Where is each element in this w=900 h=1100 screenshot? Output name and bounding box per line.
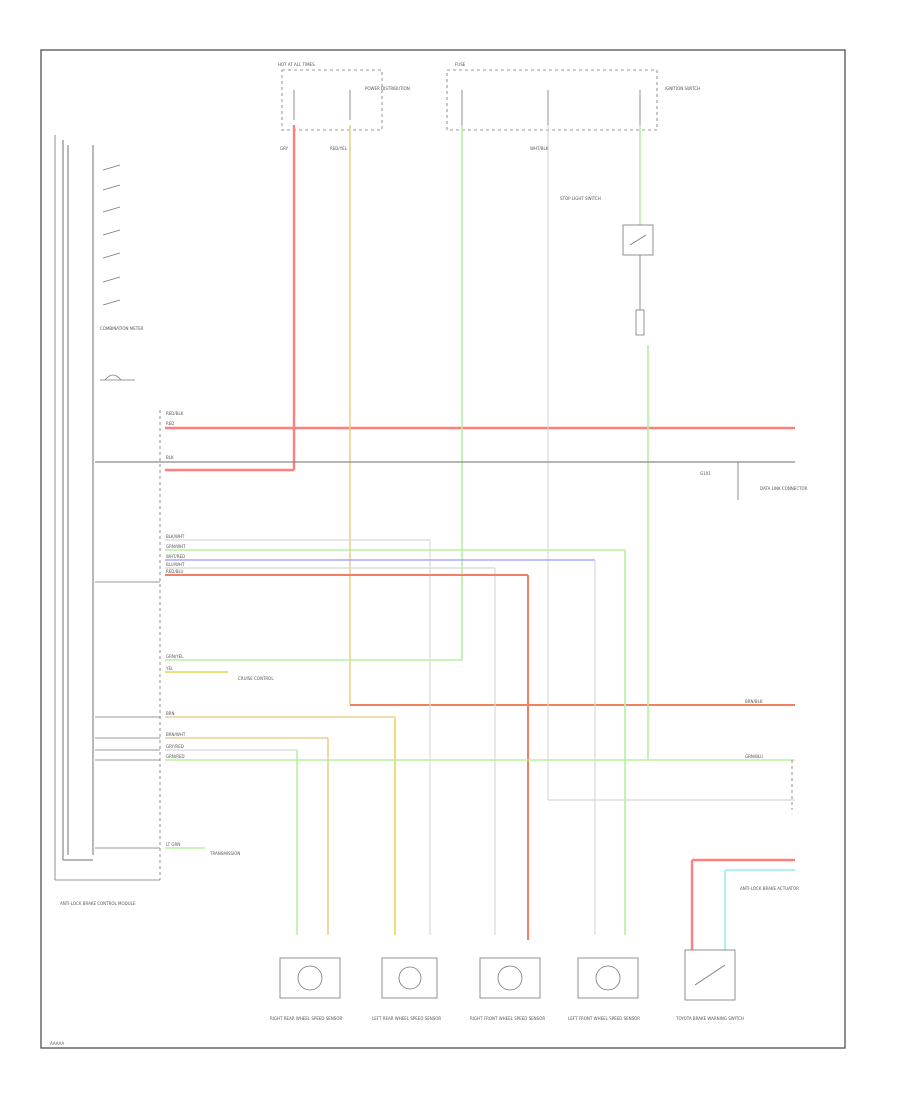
brake-switch-circuit: [622, 125, 654, 760]
power-feed-wires: [165, 125, 795, 472]
note-7: TRANSMISSION: [209, 851, 240, 856]
ecu-block: [54, 135, 160, 881]
wire-label-6: BLU/WHT: [166, 562, 185, 567]
wire-label-11: BRN/WHT: [166, 732, 186, 737]
ecu-switches: [100, 164, 135, 381]
wire-label-7: RED/BLU: [166, 569, 184, 574]
wire-label-9: GRN/YEL: [166, 654, 184, 659]
sensor-label-lf: LEFT FRONT WHEEL SPEED SENSOR: [568, 1016, 640, 1021]
note-6: CRUISE CONTROL: [238, 676, 274, 681]
sensor-right-front: [479, 957, 541, 999]
note-4: IGNITION SWITCH: [665, 86, 700, 91]
fuse-label-left: HOT AT ALL TIMES: [278, 62, 315, 67]
sensor-signal-bus: [165, 539, 626, 940]
ecu-label: ANTI-LOCK BRAKE CONTROL MODULE: [60, 901, 136, 906]
stop-light-feed-wire: [165, 125, 463, 661]
wire-label-19: LT GRN: [166, 842, 180, 847]
wire-label-14: GRN/RED: [166, 754, 185, 759]
footer-code: AAAAA: [50, 1041, 64, 1046]
wire-label-16: WHT/BLK: [530, 146, 549, 151]
sensor-left-rear: [381, 957, 438, 999]
brake-warning-switch: [684, 949, 736, 1001]
wheel-speed-sensors: [279, 949, 736, 1001]
wire-label-13: GRY: [280, 146, 289, 151]
wire-label-18: GRN/BLU: [745, 754, 763, 759]
fuse-label-right: FUSE: [455, 62, 466, 67]
ground-label: G101: [700, 471, 711, 476]
note-3: STOP LIGHT SWITCH: [560, 196, 601, 201]
fuse-box-left: [281, 69, 383, 131]
sensor-right-rear: [279, 957, 341, 999]
wire-label-5: WHT/RED: [166, 554, 185, 559]
rear-sensor-wires: [165, 716, 795, 935]
ignition-feed-wire: [349, 125, 795, 706]
ground-wires: [95, 461, 795, 849]
wire-label-10: BRN: [166, 711, 175, 716]
sensor-label-rf: RIGHT FRONT WHEEL SPEED SENSOR: [470, 1016, 545, 1021]
wire-label-1: RED/BLK: [166, 411, 184, 416]
wire-label-2: BLK: [166, 455, 174, 460]
note-1: COMBINATION METER: [100, 326, 144, 331]
sensor-label-rr: RIGHT REAR WHEEL SPEED SENSOR: [270, 1016, 342, 1021]
note-0: DATA LINK CONNECTOR: [760, 486, 808, 491]
note-5: ANTI-LOCK BRAKE ACTUATOR: [740, 886, 799, 891]
wire-label-17: RED/YEL: [330, 146, 348, 151]
sensor-label-bw: TOYOTA BRAKE WARNING SWITCH: [675, 1016, 744, 1021]
wire-label-8: YEL: [165, 666, 174, 671]
diagram-frame: [40, 49, 846, 1049]
sensor-label-lr: LEFT REAR WHEEL SPEED SENSOR: [372, 1016, 441, 1021]
wire-label-15: BRN/BLK: [745, 699, 763, 704]
warning-switch-wires: [690, 858, 795, 950]
note-2: POWER DISTRIBUTION: [365, 86, 410, 91]
wire-label-0: RED: [166, 421, 174, 426]
wire-label-12: GRY/RED: [166, 744, 184, 749]
sensor-left-front: [577, 957, 639, 999]
wire-label-3: BLK/WHT: [166, 534, 185, 539]
wire-label-4: GRN/WHT: [166, 544, 186, 549]
fuse-box-right: [446, 69, 658, 131]
